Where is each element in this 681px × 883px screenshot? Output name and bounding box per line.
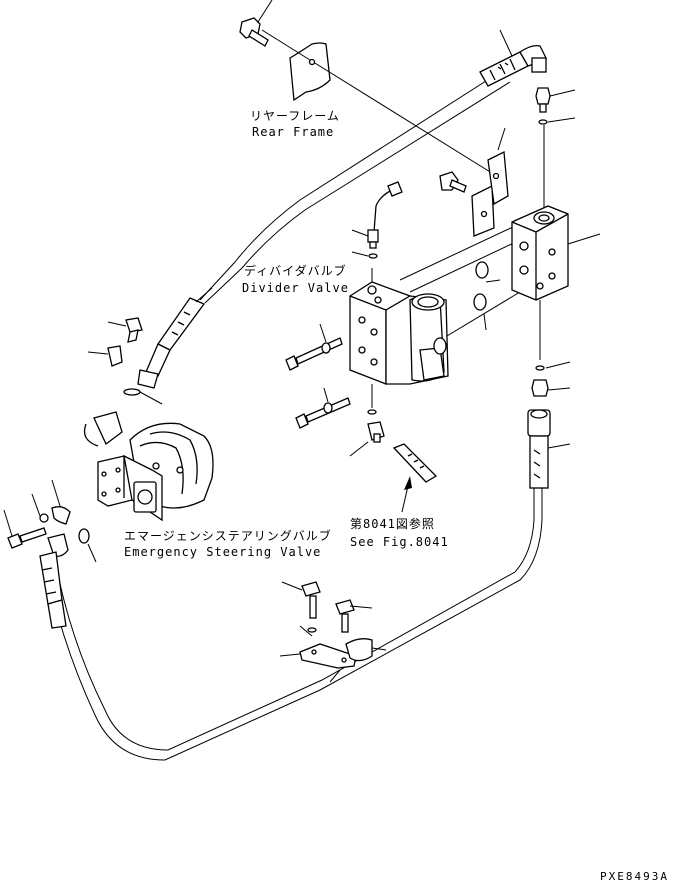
rear-frame-bolt xyxy=(239,0,273,47)
top-right-fitting xyxy=(535,87,576,125)
left-fittings xyxy=(87,317,163,405)
fig-8041-hose xyxy=(392,443,438,513)
left-upper-hose-end xyxy=(137,287,213,389)
drawing-code: PXE8493A xyxy=(600,870,669,883)
divider-top-fitting xyxy=(351,181,403,259)
rear-frame-label-en: Rear Frame xyxy=(252,125,334,139)
right-valve-block xyxy=(511,205,601,301)
right-vertical-hose xyxy=(527,361,571,489)
divider-valve-label-jp: ディバイダバルブ xyxy=(244,263,347,278)
lower-left-hose-end xyxy=(39,528,90,629)
mount-bracket xyxy=(471,127,509,237)
bracket-bolt xyxy=(439,171,467,193)
rear-frame-plate xyxy=(289,42,331,102)
divider-valve-label-en: Divider Valve xyxy=(242,281,349,295)
emergency-valve-label-en: Emergency Steering Valve xyxy=(124,545,321,559)
divider-bolt-lower xyxy=(295,387,351,429)
see-fig-label-jp: 第8041図参照 xyxy=(350,516,435,531)
rear-frame-label-jp: リヤーフレーム xyxy=(250,109,340,123)
valve-block-seals xyxy=(473,261,501,331)
see-fig-label-en: See Fig.8041 xyxy=(350,535,449,549)
emergency-steering-valve xyxy=(83,411,214,522)
divider-lower-fitting xyxy=(349,384,385,457)
hose-routing xyxy=(44,29,545,761)
divider-bolt-upper xyxy=(285,323,343,371)
emergency-valve-label-jp: エマージェンシステアリングバルブ xyxy=(124,528,332,543)
divider-valve xyxy=(349,268,449,385)
upper-hose-end xyxy=(479,29,547,87)
lower-left-bolts xyxy=(3,479,97,563)
bottom-clamp-assembly xyxy=(279,581,387,683)
